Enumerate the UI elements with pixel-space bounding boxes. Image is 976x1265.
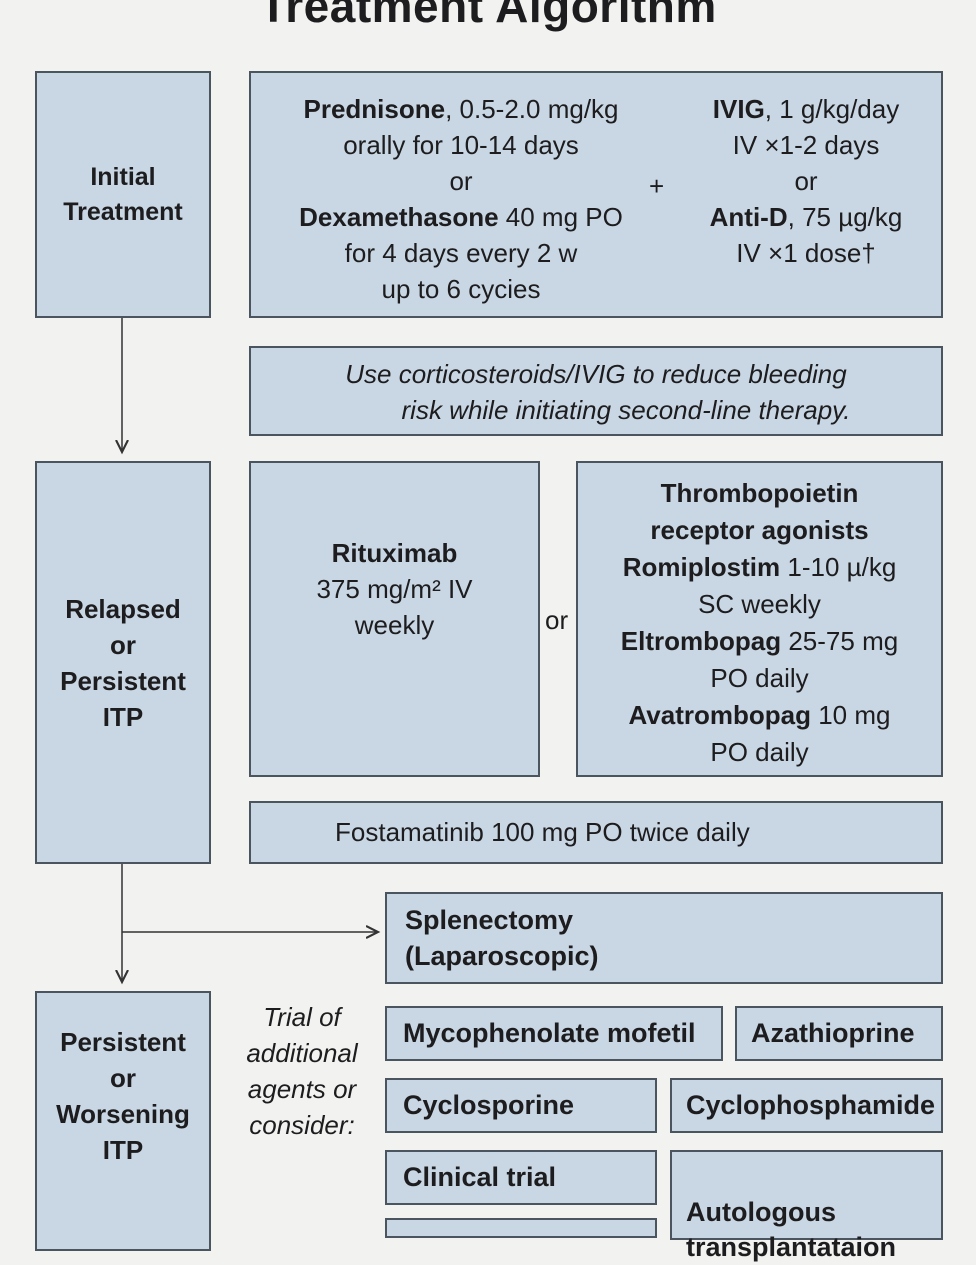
rituximab-box: Rituximab 375 mg/m² IV weekly — [249, 461, 540, 777]
azathioprine-box: Azathioprine — [735, 1006, 943, 1061]
bridging-note-line1: Use corticosteroids/IVIG to reduce bleed… — [345, 359, 847, 389]
avatrombopag-frequency: PO daily — [710, 737, 809, 767]
avatrombopag-name: Avatrombopag — [628, 700, 812, 730]
dexamethasone-dose: 40 mg PO — [498, 202, 623, 232]
dexamethasone-name: Dexamethasone — [299, 202, 499, 232]
stage-persistent-worsening: Persistent or Worsening ITP — [35, 991, 211, 1251]
prednisone-name: Prednisone — [303, 94, 446, 124]
ivig-name: IVIG — [712, 94, 765, 124]
ivig-antid-options: IVIG, 1 g/kg/day IV ×1-2 days or Anti-D,… — [671, 91, 941, 271]
eltrombopag-dose: 25-75 mg — [781, 626, 899, 656]
clinical-trial-label: Clinical trial — [403, 1162, 557, 1192]
eltrombopag-frequency: PO daily — [710, 663, 809, 693]
corticosteroid-options: Prednisone, 0.5-2.0 mg/kg orally for 10-… — [261, 91, 661, 307]
romiplostim-dose: 1-10 µ/kg — [780, 552, 897, 582]
rituximab-dose: 375 mg/m² IV — [316, 574, 473, 604]
azathioprine-label: Azathioprine — [751, 1018, 915, 1048]
anti-d-name: Anti-D — [709, 202, 788, 232]
mycophenolate-label: Mycophenolate mofetil — [403, 1018, 696, 1048]
cyclosporine-label: Cyclosporine — [403, 1090, 575, 1120]
trial-additional-agents-label: Trial of additional agents or consider: — [246, 1002, 358, 1140]
autologous-transplantation-box: Autologous transplantataion — [670, 1150, 943, 1262]
splenectomy-type: (Laparoscopic) — [405, 941, 599, 971]
or-text: or — [794, 166, 818, 196]
rituximab-name: Rituximab — [331, 538, 458, 568]
anti-d-duration: IV ×1 dose† — [736, 238, 876, 268]
clinical-trial-box: Clinical trial — [385, 1150, 657, 1205]
diagram-title: Treatment Algorithm — [259, 0, 717, 32]
anti-d-dose: , 75 µg/kg — [787, 202, 903, 232]
stage-initial-treatment: Initial Treatment — [35, 71, 211, 318]
eltrombopag-name: Eltrombopag — [620, 626, 782, 656]
ivig-duration: IV ×1-2 days — [732, 130, 880, 160]
bridging-note-line2: risk while initiating second-line therap… — [401, 395, 851, 425]
or-between-options: or — [545, 605, 569, 635]
prednisone-duration: orally for 10-14 days — [343, 130, 579, 160]
romiplostim-name: Romiplostim — [622, 552, 781, 582]
connector-arrows — [0, 318, 976, 1221]
rituximab-frequency: weekly — [354, 610, 435, 640]
fostamatinib-box: Fostamatinib 100 mg PO twice daily — [249, 801, 943, 864]
tpo-heading-line2: receptor agonists — [650, 515, 869, 545]
cyclophosphamide-box: Cyclophosphamide — [670, 1078, 943, 1133]
dexamethasone-cycles: up to 6 cycies — [381, 274, 541, 304]
avatrombopag-dose: 10 mg — [811, 700, 891, 730]
stage-worsening-label: Persistent or Worsening ITP — [56, 1027, 190, 1165]
tpo-receptor-agonists-box: Thrombopoietin receptor agonists Romiplo… — [576, 461, 943, 777]
or-text: or — [449, 166, 473, 196]
stage-initial-label: Initial Treatment — [63, 162, 183, 226]
prednisone-dose: , 0.5-2.0 mg/kg — [445, 94, 619, 124]
cyclophosphamide-label: Cyclophosphamide — [686, 1090, 936, 1120]
fostamatinib-text: Fostamatinib 100 mg PO twice daily — [335, 817, 750, 847]
splenectomy-label: Splenectomy — [405, 905, 574, 935]
partial-box-bottom — [385, 1218, 657, 1238]
autologous-label: Autologous transplantataion — [686, 1197, 897, 1262]
bridging-note-box: Use corticosteroids/IVIG to reduce bleed… — [249, 346, 943, 436]
romiplostim-frequency: SC weekly — [698, 589, 821, 619]
dexamethasone-schedule: for 4 days every 2 w — [344, 238, 578, 268]
stage-relapsed-label: Relapsed or Persistent ITP — [60, 593, 186, 732]
splenectomy-box: Splenectomy (Laparoscopic) — [385, 892, 943, 984]
stage-relapsed-persistent: Relapsed or Persistent ITP — [35, 461, 211, 864]
mycophenolate-mofetil-box: Mycophenolate mofetil — [385, 1006, 723, 1061]
ivig-dose: , 1 g/kg/day — [764, 94, 900, 124]
initial-treatment-box: Prednisone, 0.5-2.0 mg/kg orally for 10-… — [249, 71, 943, 318]
cyclosporine-box: Cyclosporine — [385, 1078, 657, 1133]
plus-sign: + — [649, 171, 665, 201]
tpo-heading-line1: Thrombopoietin — [660, 478, 859, 508]
